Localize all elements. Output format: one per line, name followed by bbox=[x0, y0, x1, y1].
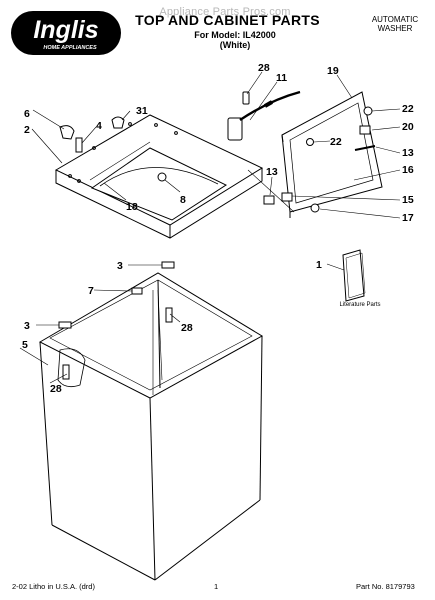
part-8 bbox=[157, 172, 167, 182]
clip-3-top bbox=[161, 261, 175, 269]
hinge-20 bbox=[359, 125, 371, 135]
callout-28-top: 28 bbox=[258, 62, 270, 74]
bumper-22a bbox=[363, 106, 373, 116]
appliance-type-line-2: WASHER bbox=[377, 24, 413, 33]
callout-13-right: 13 bbox=[402, 147, 414, 159]
callout-15: 15 bbox=[402, 194, 414, 206]
bumper-17 bbox=[310, 203, 320, 213]
callout-7: 7 bbox=[88, 285, 94, 297]
callout-18: 18 bbox=[126, 201, 138, 213]
callout-22-lid: 22 bbox=[330, 136, 342, 148]
footer-part-number: Part No. 8179793 bbox=[356, 582, 415, 591]
screw-28-mid bbox=[165, 307, 173, 323]
callout-19: 19 bbox=[327, 65, 339, 77]
callout-11: 11 bbox=[276, 72, 287, 84]
callout-6: 6 bbox=[24, 108, 30, 120]
screw-28-top bbox=[242, 91, 250, 105]
logo-tagline-text: HOME APPLIANCES bbox=[43, 45, 97, 51]
callout-5: 5 bbox=[22, 339, 28, 351]
cabinet bbox=[38, 272, 263, 581]
callout-13-left: 13 bbox=[266, 166, 278, 178]
callout-28-mid: 28 bbox=[181, 322, 193, 334]
callout-20: 20 bbox=[402, 121, 414, 133]
inglis-logo: Inglis HOME APPLIANCES bbox=[10, 10, 122, 56]
callout-8: 8 bbox=[180, 194, 186, 206]
model-number: For Model: IL42000 bbox=[194, 30, 276, 40]
watermark-text: Appliance Parts Pros.com bbox=[159, 6, 291, 18]
callout-17: 17 bbox=[402, 212, 414, 224]
appliance-type-line-1: AUTOMATIC bbox=[371, 15, 419, 24]
callout-3-left: 3 bbox=[24, 320, 30, 332]
hinge-15 bbox=[281, 192, 293, 202]
callout-28-low: 28 bbox=[50, 383, 62, 395]
clip-3-left bbox=[58, 321, 72, 329]
screw-28-low bbox=[62, 364, 70, 380]
literature-packet bbox=[342, 249, 366, 302]
callout-4: 4 bbox=[96, 120, 102, 132]
page-title: TOP AND CABINET PARTS bbox=[135, 12, 320, 28]
callout-2: 2 bbox=[24, 124, 30, 136]
callout-labels: 28 11 19 6 31 4 2 22 20 22 13 16 13 15 1… bbox=[22, 62, 414, 395]
model-color: (White) bbox=[219, 40, 251, 50]
callout-31: 31 bbox=[136, 105, 148, 117]
literature-parts-label: Literature Parts bbox=[339, 302, 381, 308]
callout-1: 1 bbox=[316, 259, 322, 271]
leader-lines bbox=[19, 71, 401, 384]
top-panel bbox=[54, 114, 264, 239]
screw-4 bbox=[75, 137, 83, 153]
footer-litho: 2-02 Litho in U.S.A. (drd) bbox=[12, 582, 95, 591]
lid bbox=[281, 91, 383, 218]
callout-22-right: 22 bbox=[402, 103, 414, 115]
callout-3-top: 3 bbox=[117, 260, 123, 272]
bumper-22b bbox=[306, 138, 314, 146]
lid-switch-part bbox=[227, 117, 243, 141]
appliance-type: AUTOMATIC WASHER bbox=[360, 15, 430, 33]
bumper-7 bbox=[131, 287, 143, 295]
screw-13 bbox=[263, 195, 275, 205]
logo-brand-text: Inglis bbox=[33, 16, 98, 44]
callout-16: 16 bbox=[402, 164, 414, 176]
footer-page-number: 1 bbox=[214, 582, 219, 591]
clip-31 bbox=[111, 116, 125, 129]
